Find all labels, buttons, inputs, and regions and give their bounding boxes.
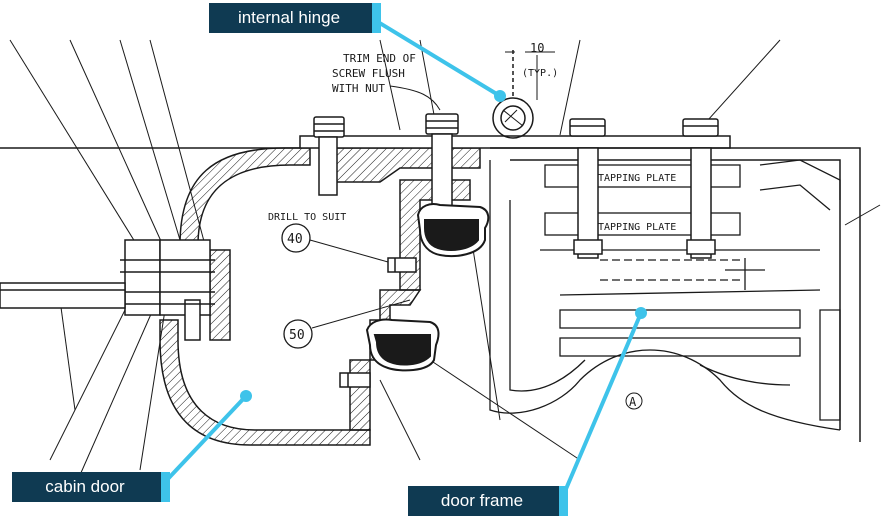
section-marker-ring (625, 392, 643, 410)
section-marker: A (629, 395, 637, 409)
ref-bubble-50 (283, 319, 313, 349)
cabin-door-callout: cabin door (12, 472, 170, 502)
flange-assembly (0, 239, 215, 341)
side-screw-2 (339, 372, 371, 388)
ref-40: 40 (287, 232, 303, 247)
handwritten-annotations: TRIM END OF SCREW FLUSH WITH NUT 10 (TYP… (268, 41, 676, 410)
bolt-3 (569, 118, 606, 259)
background-leader-lines (9, 39, 881, 476)
hinge-pin (492, 50, 538, 139)
callout-accent (372, 3, 381, 33)
door-leader-dot (240, 390, 252, 402)
door-frame-callout: door frame (408, 486, 568, 516)
door-frame-label: door frame (440, 491, 524, 510)
cabin-door-label: cabin door (45, 477, 125, 496)
drill-note: DRILL TO SUIT (268, 212, 346, 223)
tapping-plate-label-1: TAPPING PLATE (598, 173, 676, 184)
trim-note-line-2: SCREW FLUSH (332, 67, 405, 80)
internal-hinge-label: internal hinge (237, 8, 341, 27)
trim-note-line-1: TRIM END OF (343, 52, 416, 65)
callout-dots (240, 90, 647, 402)
bolt-set (313, 113, 719, 388)
ref-bubble-40 (281, 223, 311, 253)
door-seals (365, 203, 490, 372)
dimension-value: 10 (530, 41, 544, 55)
hinge-leader-dot (494, 90, 506, 102)
door-frame-section (489, 159, 841, 431)
ref-50: 50 (289, 328, 305, 343)
side-screw-1 (387, 257, 417, 273)
bolt-4 (682, 118, 719, 259)
annotation-leaders (309, 51, 555, 329)
trim-note-line-3: WITH NUT (332, 82, 385, 95)
internal-hinge-callout: internal hinge (209, 3, 381, 33)
frame-leader-dot (635, 307, 647, 319)
bolt-1 (313, 116, 345, 196)
bolt-2 (425, 113, 459, 211)
callout-accent (559, 486, 568, 516)
callout-leaders (163, 20, 643, 498)
tapping-plate-label-2: TAPPING PLATE (598, 222, 676, 233)
frame-top-beam (0, 135, 861, 442)
callout-accent (161, 472, 170, 502)
dimension-note: (TYP.) (522, 68, 558, 79)
